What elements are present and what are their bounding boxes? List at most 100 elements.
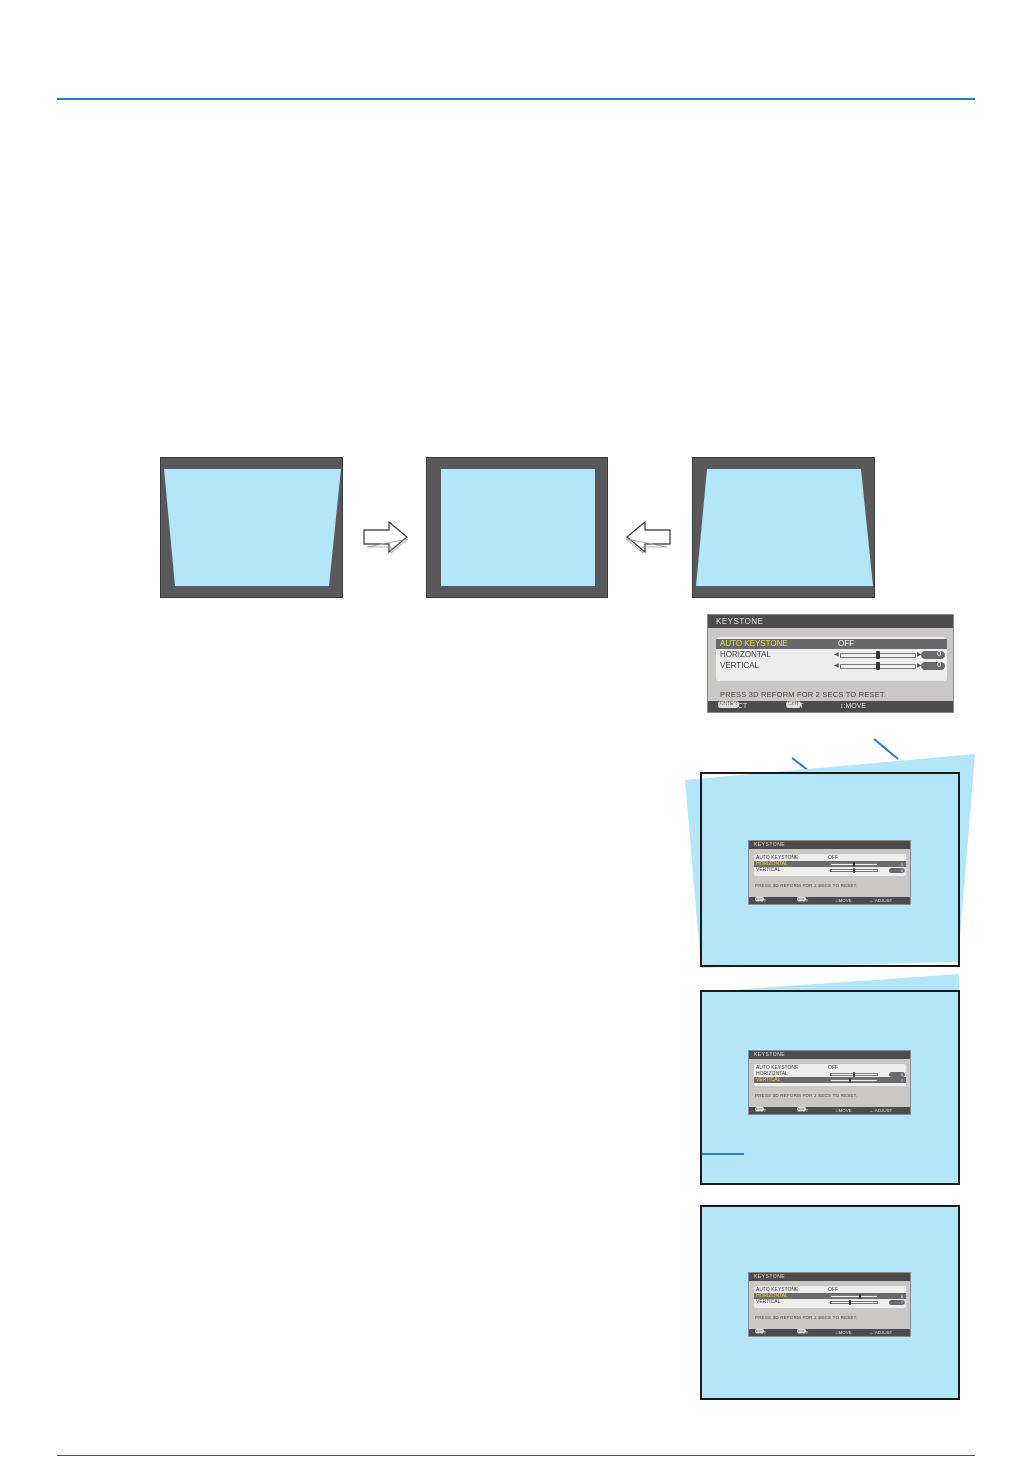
keystone-mini-menu-3: KEYSTONE AUTO KEYSTONE OFF HORIZONTAL 8 …	[748, 1272, 911, 1337]
vertical-label: VERTICAL	[756, 1299, 781, 1305]
horizontal-value: 0	[889, 861, 905, 867]
horizontal-value: 0	[921, 651, 945, 659]
vertical-value: 7	[889, 1077, 905, 1083]
slider-knob[interactable]	[859, 1294, 861, 1299]
slider-knob[interactable]	[853, 862, 855, 867]
auto-keystone-label: AUTO KEYSTONE	[720, 639, 788, 648]
slider-knob[interactable]	[876, 662, 880, 670]
mini-menu-title: KEYSTONE	[749, 841, 910, 849]
menu-row-horizontal[interactable]: HORIZONTAL 8	[754, 1293, 906, 1299]
reset-note: PRESS 3D REFORM FOR 2 SECS TO RESET.	[755, 1093, 858, 1098]
horizontal-value: 0	[889, 1071, 905, 1077]
keystone-menu: KEYSTONE AUTO KEYSTONE OFF HORIZONTAL ◀ …	[707, 614, 954, 713]
vertical-value: 0	[889, 867, 905, 873]
mini-menu-title: KEYSTONE	[749, 1273, 910, 1281]
keystone-mini-menu-1: KEYSTONE AUTO KEYSTONE OFF HORIZONTAL 0 …	[748, 840, 911, 905]
menu-row-auto-keystone[interactable]: AUTO KEYSTONE OFF	[754, 1065, 906, 1071]
enter-key-icon: ENTER	[718, 701, 739, 708]
callout-line-2	[702, 1153, 744, 1155]
exit-key-icon: EXIT	[755, 897, 764, 901]
slider-knob[interactable]	[849, 1300, 851, 1305]
footer-adjust: ↔:ADJUST	[869, 898, 893, 903]
slider-knob[interactable]	[876, 651, 880, 659]
keystone-mini-menu-2: KEYSTONE AUTO KEYSTONE OFF HORIZONTAL 0 …	[748, 1050, 911, 1115]
screen-frame-bottom-wide	[692, 457, 875, 598]
horizontal-slider[interactable]	[830, 1072, 878, 1077]
footer-exit: :EXIT	[797, 1108, 809, 1113]
mini-menu-footer: EXIT:EXIT EXIT:EXIT ↕:MOVE ↔:ADJUST	[749, 1329, 910, 1336]
exit-key-icon: EXIT	[786, 701, 802, 708]
menu-row-horizontal[interactable]: HORIZONTAL 0	[754, 1071, 906, 1077]
mini-menu-title: KEYSTONE	[749, 1051, 910, 1059]
screen-frame-corrected	[426, 457, 608, 598]
menu-row-horizontal[interactable]: HORIZONTAL ◀ ▶ 0	[716, 650, 947, 660]
horizontal-value: 8	[889, 1293, 905, 1299]
horizontal-label: HORIZONTAL	[756, 1293, 788, 1299]
menu-row-vertical[interactable]: VERTICAL 7	[754, 1077, 906, 1083]
horizontal-slider[interactable]	[840, 651, 916, 659]
keystone-bottom-wide-shape	[696, 469, 873, 586]
menu-row-horizontal[interactable]: HORIZONTAL 0	[754, 861, 906, 867]
slider-right-icon: ▶	[917, 652, 922, 658]
slider-left-icon: ◀	[834, 663, 839, 669]
horizontal-slider[interactable]	[830, 862, 878, 867]
screen-frame-top-wide	[160, 457, 343, 598]
footer-move: ↕:MOVE	[835, 898, 852, 903]
auto-keystone-value: OFF	[828, 855, 838, 861]
vertical-label: VERTICAL	[720, 661, 759, 670]
footer-select: :SELECT	[718, 703, 748, 710]
footer-rule	[57, 1455, 975, 1456]
footer-move: ↕:MOVE	[835, 1330, 852, 1335]
footer-exit: :EXIT	[755, 898, 767, 903]
menu-row-vertical[interactable]: VERTICAL ◀ ▶ 0	[716, 661, 947, 671]
vertical-slider[interactable]	[830, 868, 878, 873]
horizontal-label: HORIZONTAL	[756, 861, 788, 867]
reset-note: PRESS 3D REFORM FOR 2 SECS TO RESET.	[720, 690, 887, 699]
vertical-label: VERTICAL	[756, 1077, 781, 1083]
exit-key-icon: EXIT	[797, 1329, 806, 1333]
reset-note: PRESS 3D REFORM FOR 2 SECS TO RESET.	[755, 883, 858, 888]
header-rule	[57, 98, 975, 100]
slider-left-icon: ◀	[834, 652, 839, 658]
menu-row-auto-keystone[interactable]: AUTO KEYSTONE OFF	[754, 1287, 906, 1293]
exit-key-icon: EXIT	[797, 897, 806, 901]
slider-right-icon: ▶	[917, 663, 922, 669]
left-arrow-icon	[625, 520, 671, 554]
corrected-rectangle-shape	[441, 469, 595, 586]
keystone-top-wide-shape	[164, 469, 341, 586]
auto-keystone-value: OFF	[828, 1065, 838, 1071]
footer-exit: :EXIT	[797, 898, 809, 903]
footer-exit: :EXIT	[755, 1330, 767, 1335]
mini-menu-footer: EXIT:EXIT EXIT:EXIT ↕:MOVE ↔:ADJUST	[749, 1107, 910, 1114]
projection-screen-2	[700, 990, 960, 1185]
horizontal-label: HORIZONTAL	[756, 1071, 788, 1077]
vertical-slider[interactable]	[830, 1300, 878, 1305]
slider-knob[interactable]	[853, 868, 855, 873]
vertical-value: 7	[889, 1299, 905, 1305]
auto-keystone-label: AUTO KEYSTONE	[756, 855, 799, 861]
keystone-menu-title: KEYSTONE	[708, 615, 953, 628]
slider-knob[interactable]	[849, 1078, 851, 1083]
exit-key-icon: EXIT	[755, 1329, 764, 1333]
horizontal-slider[interactable]	[830, 1294, 878, 1299]
exit-key-icon: EXIT	[755, 1107, 764, 1111]
auto-keystone-value: OFF	[828, 1287, 838, 1293]
vertical-slider[interactable]	[840, 662, 916, 670]
footer-move: ↕:MOVE	[835, 1108, 852, 1113]
exit-key-icon: EXIT	[797, 1107, 806, 1111]
menu-row-auto-keystone[interactable]: AUTO KEYSTONE OFF	[716, 639, 947, 649]
menu-row-auto-keystone[interactable]: AUTO KEYSTONE OFF	[754, 855, 906, 861]
footer-exit: :EXIT	[786, 703, 804, 710]
footer-adjust: ↔:ADJUST	[869, 1330, 893, 1335]
footer-move: ↕:MOVE	[840, 703, 867, 710]
right-arrow-icon	[363, 520, 409, 554]
slider-knob[interactable]	[853, 1072, 855, 1077]
reset-note: PRESS 3D REFORM FOR 2 SECS TO RESET.	[755, 1315, 858, 1320]
mini-menu-footer: EXIT:EXIT EXIT:EXIT ↕:MOVE ↔:ADJUST	[749, 897, 910, 904]
auto-keystone-value: OFF	[838, 639, 854, 648]
footer-exit: :EXIT	[797, 1330, 809, 1335]
menu-row-vertical[interactable]: VERTICAL 0	[754, 867, 906, 873]
projection-screen-1	[700, 772, 960, 967]
vertical-slider[interactable]	[830, 1078, 878, 1083]
menu-row-vertical[interactable]: VERTICAL 7	[754, 1299, 906, 1305]
